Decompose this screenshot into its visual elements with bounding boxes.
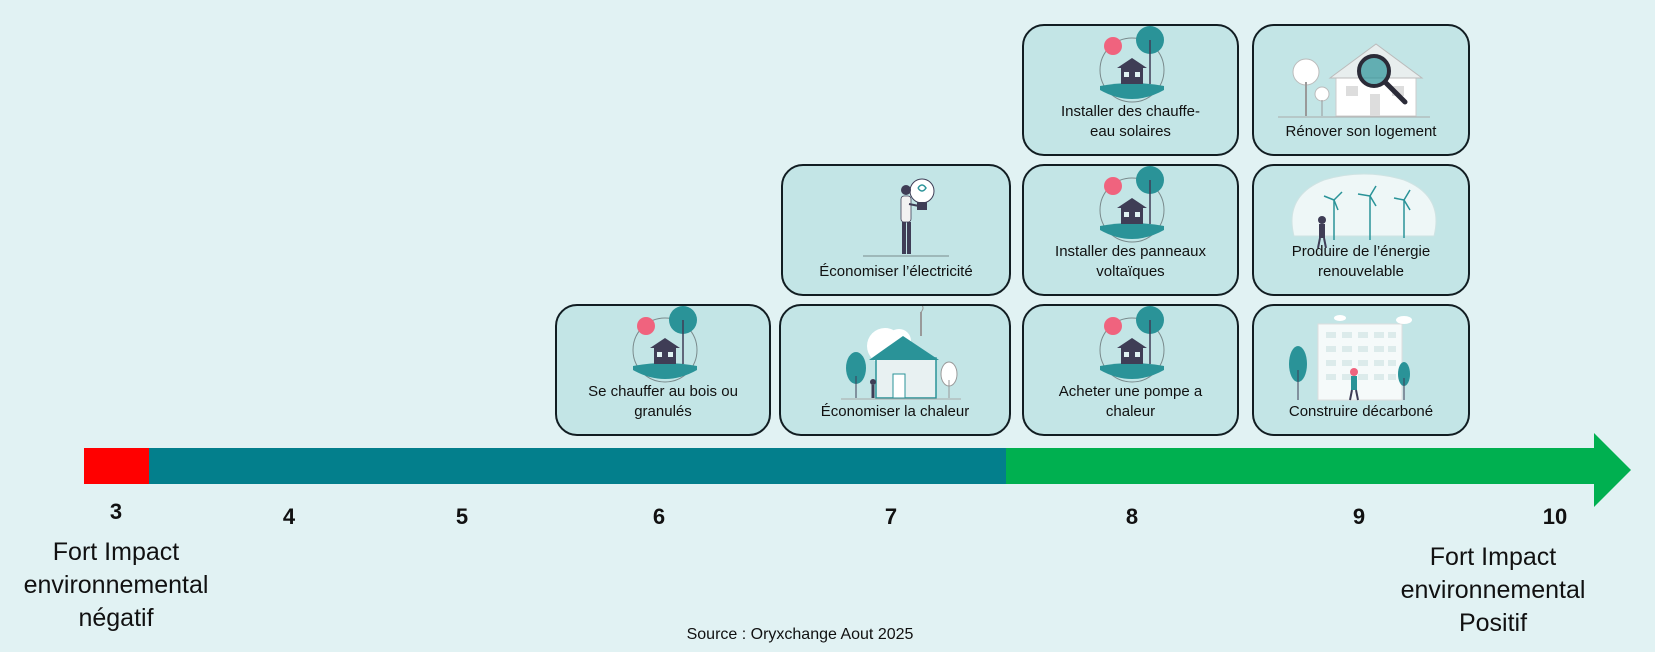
house-globe-icon [1099, 166, 1165, 243]
card-label-line: Rénover son logement [1285, 123, 1437, 140]
house-garden-icon [841, 306, 961, 400]
card-construire-decarbone: Construire décarboné [1252, 304, 1470, 436]
card-label-line: Économiser l’électricité [819, 263, 973, 280]
card-label-line: eau solaires [1090, 123, 1171, 140]
card-label-line: Se chauffer au bois ou [588, 383, 738, 400]
woman-lightbulb-icon [863, 178, 949, 257]
axis-tick-4: 4 [282, 504, 296, 529]
axis-tick-9: 9 [1352, 504, 1366, 529]
card-label: Installer des panneaux voltaïques [1030, 242, 1231, 282]
card-label-line: Construire décarboné [1288, 403, 1434, 420]
card-label: Construire décarboné [1260, 402, 1462, 422]
axis-tick-7: 7 [884, 504, 898, 529]
negative-impact-line-2: environnemental [23, 571, 209, 599]
house-globe-icon [1099, 26, 1165, 103]
axis-arrow-head [1594, 433, 1631, 507]
axis-tick-5: 5 [455, 504, 469, 529]
axis-tick-3: 3 [109, 499, 123, 524]
building-icon [1289, 315, 1412, 401]
positive-impact-label: Fort Impact environnemental Positif [1383, 541, 1603, 640]
card-chauffe-eau-solaires: Installer des chauffe- eau solaires [1022, 24, 1239, 156]
card-label: Économiser la chaleur [787, 402, 1003, 422]
card-label-line: Acheter une pompe a [1058, 383, 1203, 400]
positive-impact-line-2: environnemental [1400, 576, 1586, 604]
axis-tick-8: 8 [1125, 504, 1139, 529]
card-label: Installer des chauffe- eau solaires [1030, 102, 1231, 142]
negative-impact-label: Fort Impact environnemental négatif [6, 536, 226, 635]
card-economiser-electricite: Économiser l’électricité [781, 164, 1011, 296]
card-label-line: chaleur [1105, 403, 1156, 420]
card-label: Produire de l’énergie renouvelable [1260, 242, 1462, 282]
card-label-line: Produire de l’énergie [1291, 243, 1431, 260]
card-label-line: voltaïques [1096, 263, 1165, 280]
card-renover-logement: Rénover son logement [1252, 24, 1470, 156]
card-label: Se chauffer au bois ou granulés [563, 382, 763, 422]
axis-negative-segment [84, 448, 149, 484]
card-label: Rénover son logement [1260, 122, 1462, 142]
card-energie-renouvelable: Produire de l’énergie renouvelable [1252, 164, 1470, 296]
card-label-line: Installer des panneaux [1055, 243, 1206, 260]
axis-tick-6: 6 [652, 504, 666, 529]
positive-impact-line-3: Positif [1458, 609, 1528, 637]
card-label: Acheter une pompe a chaleur [1030, 382, 1231, 422]
house-globe-icon [1099, 306, 1165, 383]
house-globe-icon [632, 306, 698, 383]
positive-impact-line-1: Fort Impact [1429, 543, 1557, 571]
wind-turbines-icon [1291, 173, 1437, 249]
source-caption: Source : Oryxchange Aout 2025 [686, 626, 914, 643]
axis-neutral-segment [149, 448, 1006, 484]
card-economiser-chaleur: Économiser la chaleur [779, 304, 1011, 436]
negative-impact-line-1: Fort Impact [52, 538, 180, 566]
axis-tick-10: 10 [1542, 504, 1568, 529]
card-chauffage-bois: Se chauffer au bois ou granulés [555, 304, 771, 436]
card-label-line: Installer des chauffe- [1061, 103, 1200, 120]
card-label: Économiser l’électricité [789, 262, 1003, 282]
card-panneaux-voltaiques: Installer des panneaux voltaïques [1022, 164, 1239, 296]
negative-impact-line-3: négatif [78, 604, 154, 632]
house-magnifier-icon [1278, 43, 1430, 118]
axis-positive-segment [1006, 448, 1596, 484]
card-label-line: granulés [634, 403, 692, 420]
card-label-line: Économiser la chaleur [820, 403, 970, 420]
card-pompe-chaleur: Acheter une pompe a chaleur [1022, 304, 1239, 436]
card-label-line: renouvelable [1318, 263, 1404, 280]
